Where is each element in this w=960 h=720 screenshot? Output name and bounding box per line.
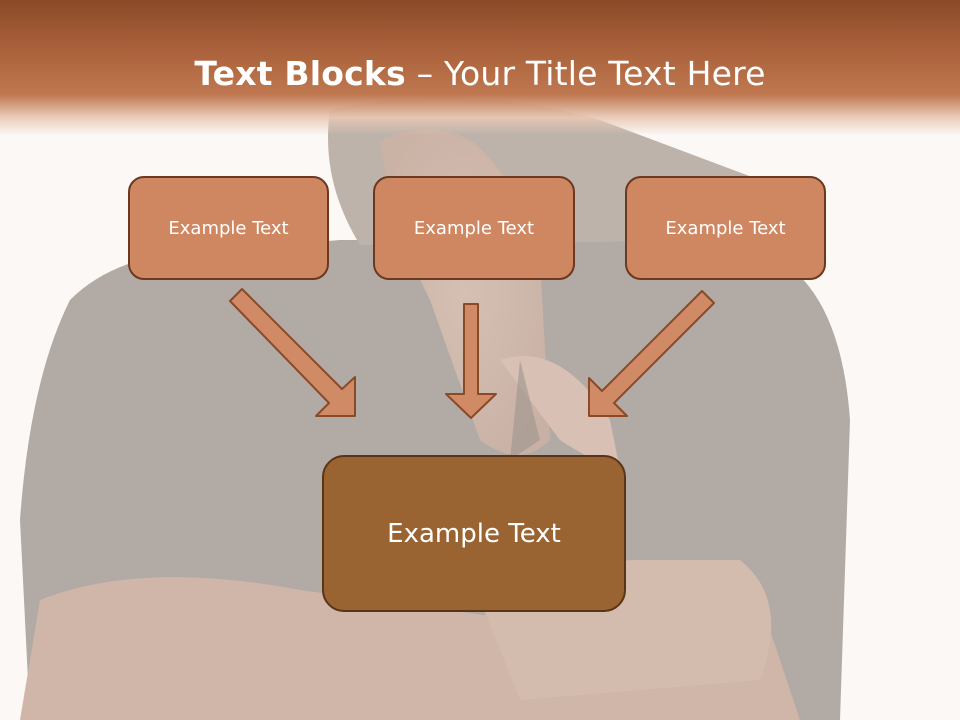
arrow-middle bbox=[445, 303, 497, 419]
text-block-1: Example Text bbox=[128, 176, 329, 280]
center-text-block: Example Text bbox=[322, 455, 626, 612]
text-block-1-label: Example Text bbox=[168, 217, 289, 239]
arrow-left bbox=[229, 288, 356, 417]
text-block-3-label: Example Text bbox=[665, 217, 786, 239]
title-rest-part: – Your Title Text Here bbox=[405, 54, 766, 93]
slide-title: Text Blocks – Your Title Text Here bbox=[0, 52, 960, 96]
arrow-right bbox=[588, 290, 715, 417]
center-text-block-label: Example Text bbox=[387, 518, 561, 549]
title-bold-part: Text Blocks bbox=[194, 54, 406, 93]
title-band bbox=[0, 0, 960, 135]
text-block-3: Example Text bbox=[625, 176, 826, 280]
text-block-2-label: Example Text bbox=[413, 217, 535, 239]
text-block-2: Example Text bbox=[373, 176, 575, 280]
